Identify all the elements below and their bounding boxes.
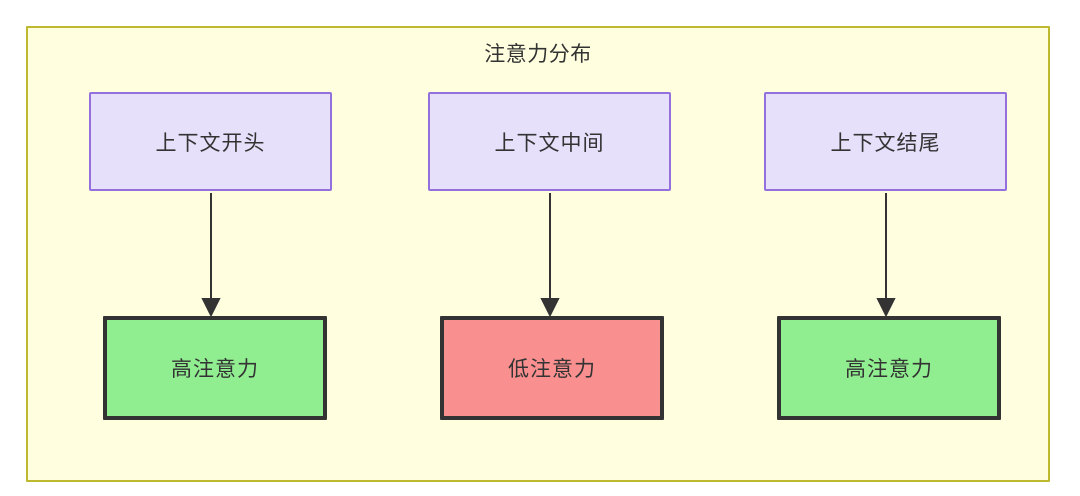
node-attention-beginning[interactable]: 高注意力 <box>103 316 327 420</box>
node-attention-end[interactable]: 高注意力 <box>777 316 1001 420</box>
node-label: 上下文开头 <box>155 131 266 155</box>
node-label: 高注意力 <box>845 358 933 381</box>
node-label: 低注意力 <box>508 358 596 381</box>
node-context-middle[interactable]: 上下文中间 <box>428 92 671 191</box>
node-context-end[interactable]: 上下文结尾 <box>764 92 1007 191</box>
node-label: 上下文中间 <box>494 131 605 155</box>
node-attention-middle[interactable]: 低注意力 <box>440 316 664 420</box>
diagram-title: 注意力分布 <box>484 43 592 66</box>
node-context-beginning[interactable]: 上下文开头 <box>89 92 332 191</box>
node-label: 上下文结尾 <box>830 131 941 155</box>
node-label: 高注意力 <box>171 358 259 381</box>
